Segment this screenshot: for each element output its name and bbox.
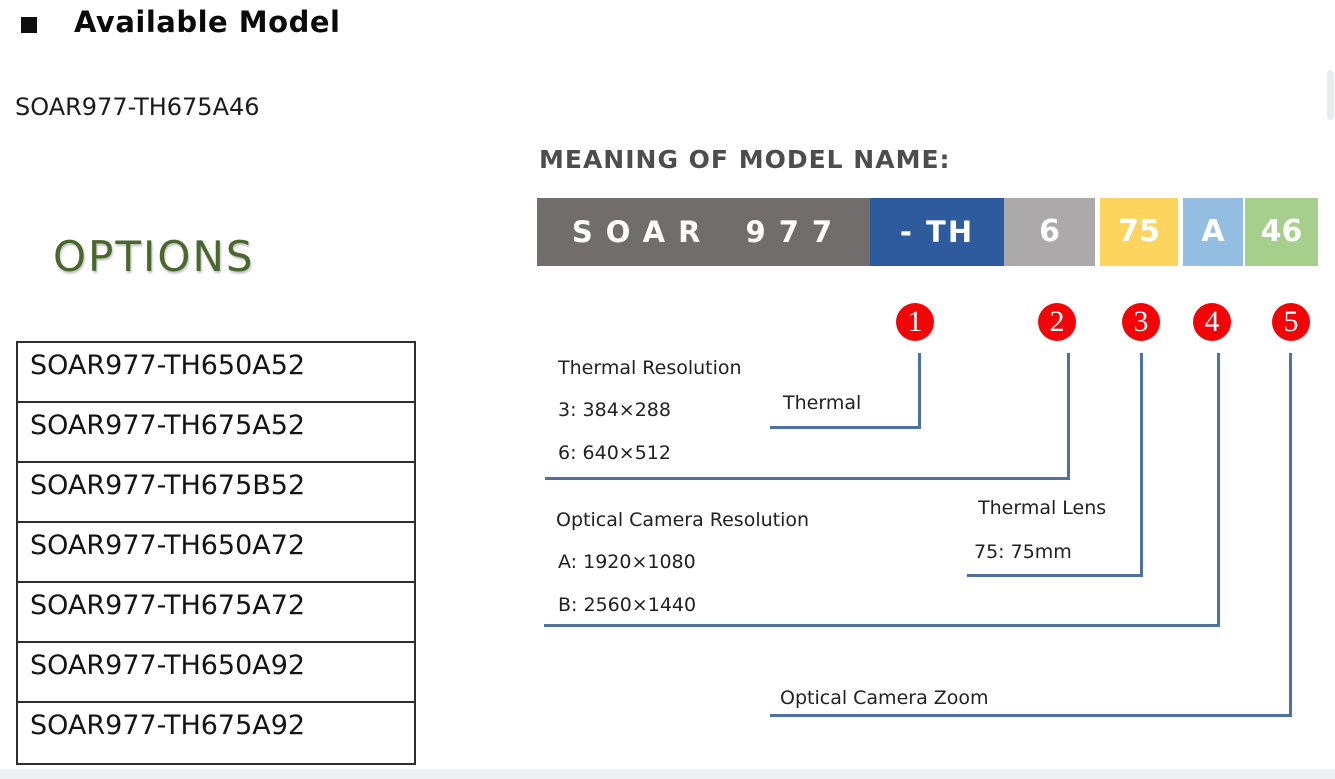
leader-line-5-vertical — [1289, 353, 1292, 717]
page-title: Available Model — [74, 5, 341, 39]
meaning-heading: MEANING OF MODEL NAME: — [539, 145, 951, 174]
optical-resolution-option: B: 2560×1440 — [558, 594, 697, 616]
callout-badge-1: 1 — [896, 303, 934, 341]
optical-zoom-label: Optical Camera Zoom — [780, 687, 989, 709]
thermal-lens-heading: Thermal Lens — [978, 497, 1107, 519]
thermal-lens-option: 75: 75mm — [974, 541, 1072, 563]
selected-model-name: SOAR977-TH675A46 — [15, 93, 260, 121]
thermal-resolution-option: 6: 640×512 — [558, 442, 671, 464]
leader-line-4-horizontal — [544, 624, 1220, 627]
callout-badge-3: 3 — [1122, 303, 1160, 341]
table-row: SOAR977-TH675A72 — [18, 583, 414, 643]
leader-line-1-vertical — [918, 353, 921, 429]
next-section-edge — [0, 769, 1335, 779]
leader-line-5-horizontal — [770, 714, 1292, 717]
model-segment-optical-resolution: A — [1183, 198, 1243, 266]
thermal-resolution-option: 3: 384×288 — [558, 399, 671, 421]
table-row: SOAR977-TH675A92 — [30, 710, 306, 741]
optical-resolution-heading: Optical Camera Resolution — [556, 509, 810, 531]
callout-badge-4: 4 — [1193, 303, 1231, 341]
table-row: SOAR977-TH675B52 — [18, 463, 414, 523]
leader-line-2-vertical — [1067, 353, 1070, 480]
leader-line-2-horizontal — [545, 477, 1070, 480]
model-segment-thermal-lens: 75 — [1100, 198, 1178, 266]
model-segment-prefix: SOAR 977 — [537, 198, 870, 266]
options-table: SOAR977-TH650A52 SOAR977-TH675A52 SOAR97… — [16, 341, 416, 765]
table-row: SOAR977-TH650A52 — [18, 343, 414, 403]
leader-line-1-horizontal — [770, 426, 921, 429]
section-bullet-icon — [21, 17, 37, 33]
table-row: SOAR977-TH675A52 — [18, 403, 414, 463]
model-segment-optical-zoom: 46 — [1245, 198, 1318, 266]
table-row: SOAR977-TH650A72 — [18, 523, 414, 583]
thermal-label: Thermal — [783, 392, 862, 414]
optical-resolution-option: A: 1920×1080 — [558, 551, 696, 573]
leader-line-4-vertical — [1217, 353, 1220, 627]
table-row: SOAR977-TH650A92 — [18, 643, 414, 703]
leader-line-3-horizontal — [967, 574, 1143, 577]
callout-badge-5: 5 — [1272, 303, 1310, 341]
model-segment-thermal-resolution: 6 — [1004, 198, 1095, 266]
callout-badge-2: 2 — [1038, 303, 1076, 341]
model-segment-thermal: - TH — [870, 198, 1004, 266]
scrollbar-thumb[interactable] — [1327, 70, 1334, 120]
thermal-resolution-heading: Thermal Resolution — [558, 357, 742, 379]
leader-line-3-vertical — [1140, 353, 1143, 577]
options-heading: OPTIONS — [53, 232, 255, 281]
